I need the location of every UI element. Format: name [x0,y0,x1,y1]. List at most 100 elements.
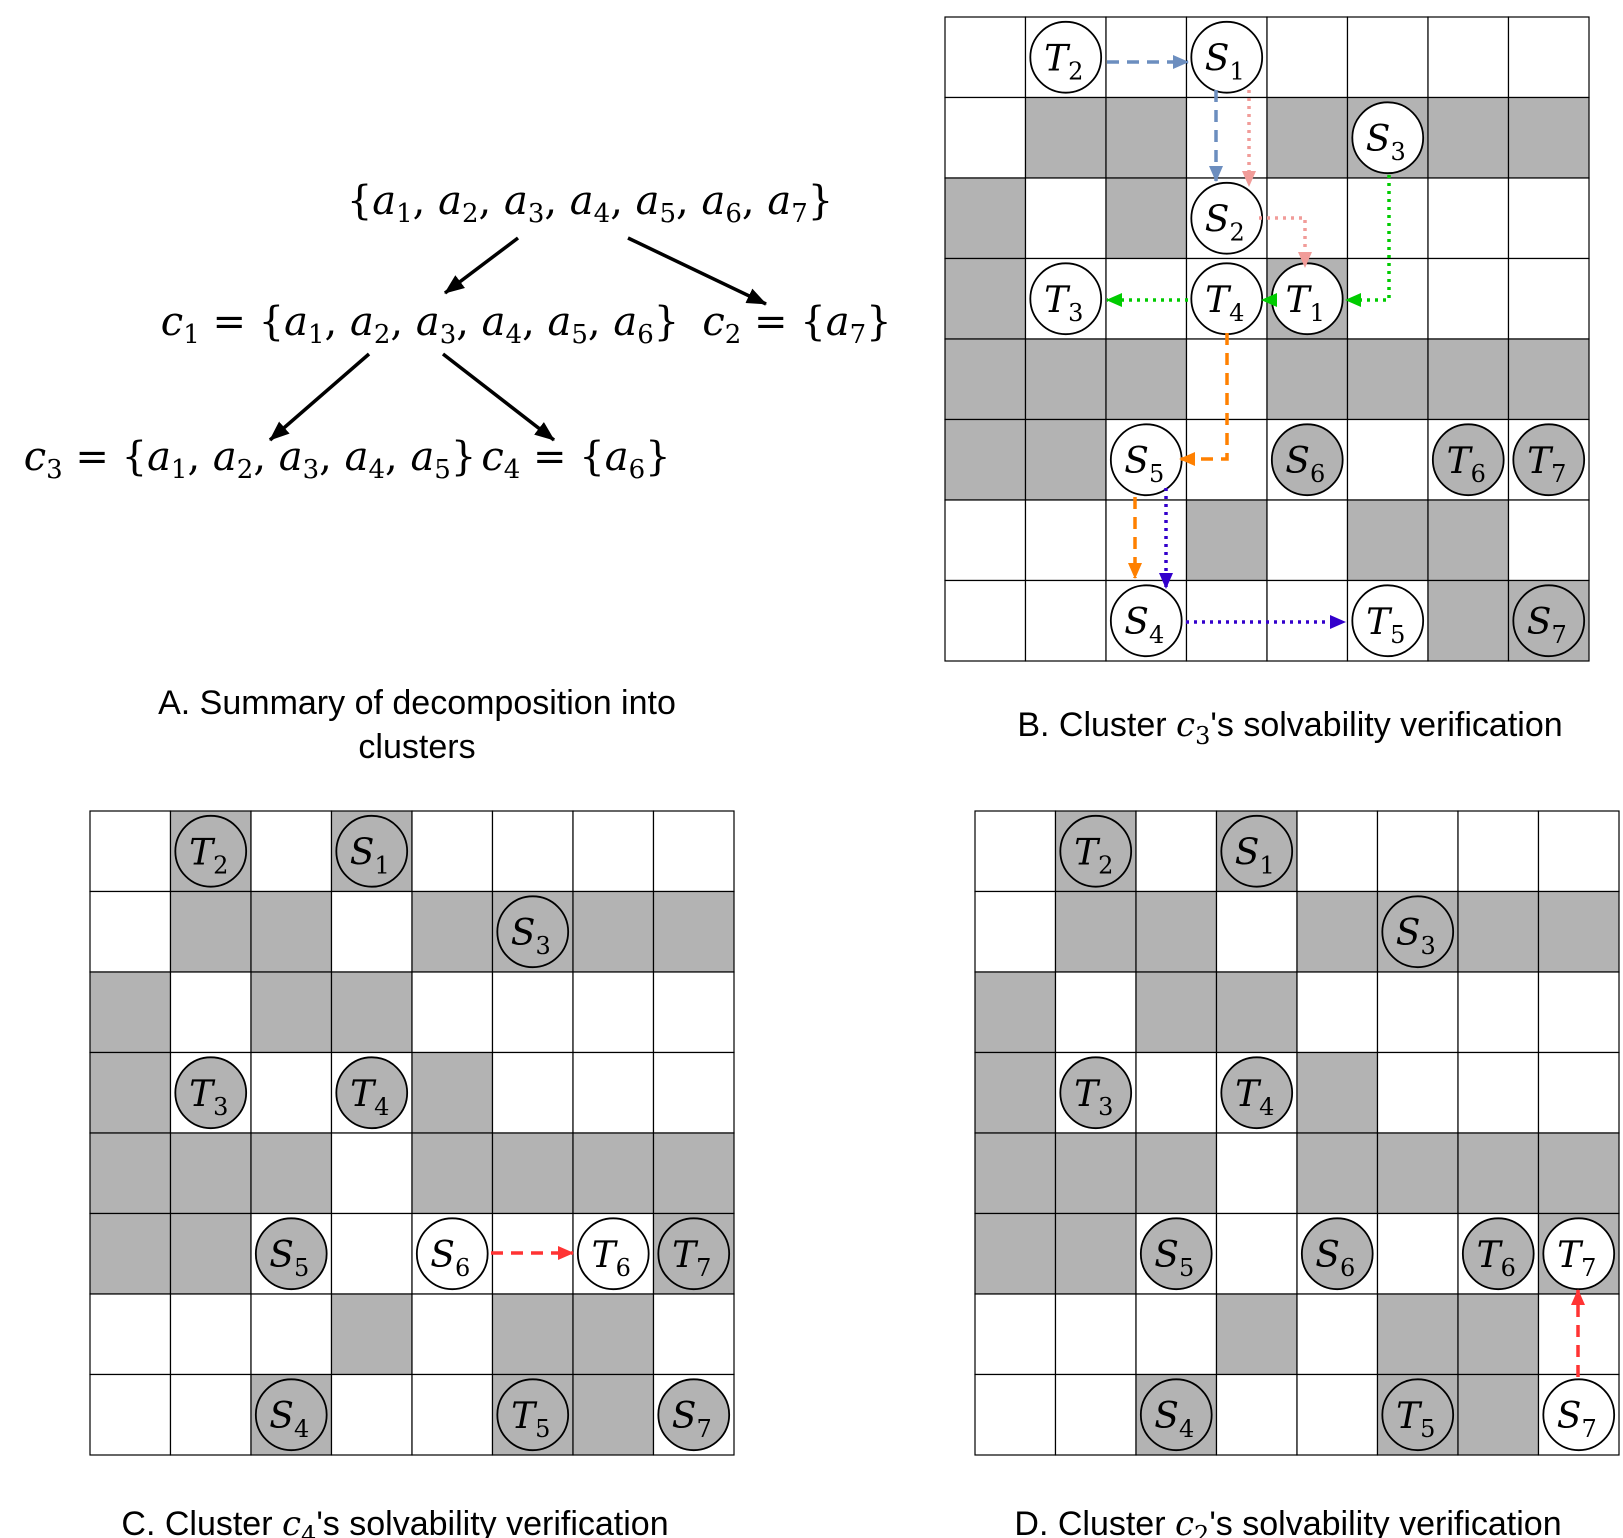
obstacle-cell [1457,1132,1540,1215]
obstacle-cell [1054,1212,1137,1295]
edge-root-to-c2 [627,236,767,306]
svg-text:S1: S1 [350,832,390,879]
svg-text:S6: S6 [1315,1235,1355,1282]
svg-text:T3: T3 [1074,1074,1113,1121]
agent-s4: S4 [1109,584,1183,658]
free-cell [1054,1293,1137,1376]
obstacle-cell [1537,890,1620,973]
free-cell [572,1051,655,1134]
svg-text:S3: S3 [511,913,551,960]
free-cell [652,971,735,1054]
edge-root-to-c1 [443,236,520,295]
agent-s7: S7 [657,1378,731,1452]
free-cell [1457,1051,1540,1134]
cluster-c3-set: c3 = {a1, a2, a3, a4, a5} [24,434,477,485]
free-cell [1457,810,1540,893]
free-cell [169,1293,252,1376]
free-cell [974,890,1057,973]
obstacle-cell [974,1212,1057,1295]
svg-text:S1: S1 [1235,832,1275,879]
obstacle-cell [1024,96,1107,179]
svg-text:T6: T6 [1447,441,1486,488]
free-cell [411,1293,494,1376]
agent-s3: S3 [1351,101,1425,175]
agent-s4: S4 [254,1378,328,1452]
obstacle-cell [1296,1132,1379,1215]
svg-text:T4: T4 [1205,280,1244,327]
agent-s1: S1 [1190,20,1264,94]
free-cell [491,810,574,893]
free-cell [1215,1212,1298,1295]
panel-a-decomposition-tree: {a1, a2, a3, a4, a5, a6, a7} c1 = {a1, a… [24,178,892,766]
obstacle-cell [1427,96,1510,179]
svg-text:T4: T4 [1235,1074,1274,1121]
obstacle-cell [572,890,655,973]
path-orange-t4-to-s5 [1179,333,1229,466]
obstacle-cell [1024,338,1107,421]
obstacle-cell [572,1293,655,1376]
obstacle-cell [1427,499,1510,582]
agent-t1: T1 [1270,262,1344,336]
obstacle-cell [1296,1051,1379,1134]
path-green-s3-to-t1 [1345,175,1391,307]
svg-text:T2: T2 [1044,38,1083,85]
free-cell [652,1051,735,1134]
obstacle-cell [944,338,1027,421]
agent-s3: S3 [496,895,570,969]
svg-text:T1: T1 [1286,280,1325,327]
obstacle-cell [1296,890,1379,973]
free-cell [330,1212,413,1295]
free-cell [491,971,574,1054]
svg-text:S7: S7 [1527,602,1567,649]
free-cell [1427,16,1510,99]
free-cell [250,1293,333,1376]
free-cell [250,810,333,893]
obstacle-cell [1507,96,1590,179]
obstacle-cell [1105,338,1188,421]
obstacle-cell [250,890,333,973]
free-cell [1427,257,1510,340]
agent-t5: T5 [1351,584,1425,658]
free-cell [1296,971,1379,1054]
agent-s5: S5 [254,1217,328,1291]
svg-text:S6: S6 [430,1235,470,1282]
free-cell [169,1373,252,1456]
agent-t2: T2 [1029,20,1103,94]
agent-t5: T5 [1381,1378,1455,1452]
svg-text:T2: T2 [189,832,228,879]
free-cell [1024,499,1107,582]
obstacle-cell [1105,177,1188,260]
agent-t7: T7 [1542,1217,1616,1291]
cluster-c1-set: c1 = {a1, a2, a3, a4, a5, a6} [161,299,679,350]
svg-text:S3: S3 [1366,119,1406,166]
obstacle-cell [1185,499,1268,582]
free-cell [89,1373,172,1456]
caption-a-line1: A. Summary of decomposition into [158,684,676,722]
free-cell [1135,810,1218,893]
free-cell [944,579,1027,662]
agent-s6: S6 [415,1217,489,1291]
agent-t6: T6 [1461,1217,1535,1291]
svg-text:S4: S4 [1124,602,1164,649]
free-cell [1296,1293,1379,1376]
free-cell [1266,16,1349,99]
free-cell [1054,971,1137,1054]
free-cell [1054,1373,1137,1456]
svg-text:T3: T3 [189,1074,228,1121]
obstacle-cell [1054,1132,1137,1215]
obstacle-cell [411,1051,494,1134]
obstacle-cell [1215,1293,1298,1376]
agent-s2: S2 [1190,181,1264,255]
free-cell [974,1293,1057,1376]
obstacle-cell [89,1132,172,1215]
free-cell [1346,177,1429,260]
free-cell [652,1293,735,1376]
agent-s6: S6 [1270,423,1344,497]
obstacle-cell [1105,96,1188,179]
svg-text:S3: S3 [1396,913,1436,960]
obstacle-cell [330,971,413,1054]
obstacle-cell [1135,971,1218,1054]
obstacle-cell [974,1051,1057,1134]
